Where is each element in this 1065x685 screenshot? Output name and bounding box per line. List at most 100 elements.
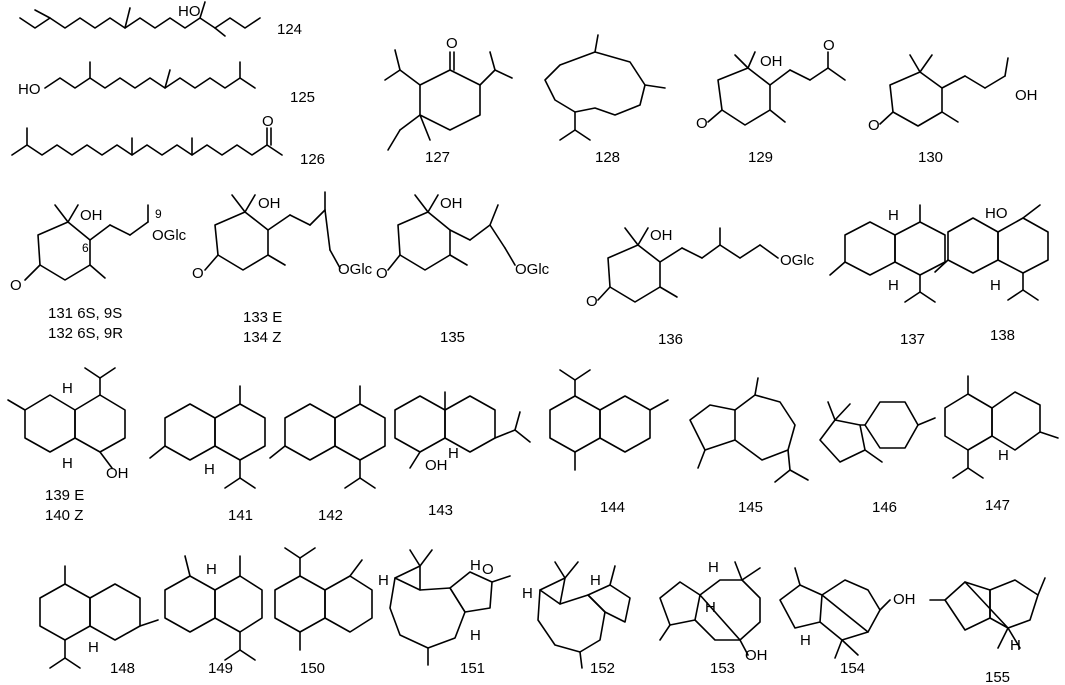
compound-label-145: 145 [738, 499, 763, 516]
compound-label-154: 154 [840, 660, 865, 677]
structure-129: OH O O [696, 37, 846, 132]
atom-label: OGlc [780, 252, 815, 269]
atom-label: O [823, 37, 835, 54]
locant-label: 9 [155, 207, 162, 221]
structure-144 [549, 369, 669, 471]
atom-label: H [62, 380, 73, 397]
atom-label: O [586, 293, 598, 310]
structure-154: OH H [779, 567, 916, 659]
atom-label: H [470, 557, 481, 574]
atom-label: HO [178, 3, 201, 20]
structure-137: H H [829, 204, 946, 303]
structure-125: HO [18, 61, 256, 98]
atom-label: H [708, 559, 719, 576]
locant-label: 6 [82, 241, 89, 255]
compound-label-136: 136 [658, 331, 683, 348]
compound-label-149: 149 [208, 660, 233, 677]
compound-label-131: 131 6S, 9S [48, 305, 122, 322]
compound-label-127: 127 [425, 149, 450, 166]
structure-151: H H O H [378, 549, 511, 666]
compound-label-133: 133 E [243, 309, 282, 326]
structure-149: H [164, 555, 263, 661]
compound-label-140: 140 Z [45, 507, 83, 524]
atom-label: HO [985, 205, 1008, 222]
structure-145 [689, 377, 809, 483]
atom-label: O [262, 113, 274, 130]
atom-label: OGlc [515, 261, 550, 278]
structure-150 [274, 547, 373, 651]
atom-label: H [1010, 637, 1021, 654]
atom-label: O [192, 265, 204, 282]
compound-label-125: 125 [290, 89, 315, 106]
atom-label: H [590, 572, 601, 589]
compound-label-134: 134 Z [243, 329, 281, 346]
compound-label-147: 147 [985, 497, 1010, 514]
atom-label: O [696, 115, 708, 132]
atom-label: H [378, 572, 389, 589]
structure-128 [544, 34, 666, 141]
compound-label-132: 132 6S, 9R [48, 325, 123, 342]
structure-127: O [384, 35, 513, 151]
compound-label-138: 138 [990, 327, 1015, 344]
compound-label-142: 142 [318, 507, 343, 524]
structure-126: O [11, 113, 283, 156]
structure-153: H H OH [659, 559, 768, 664]
compound-label-141: 141 [228, 507, 253, 524]
atom-label: OH [440, 195, 463, 212]
atom-label: H [448, 445, 459, 462]
compound-label-139: 139 E [45, 487, 84, 504]
atom-label: OH [760, 53, 783, 70]
atom-label: H [998, 447, 1009, 464]
atom-label: OH [893, 591, 916, 608]
compound-label-152: 152 [590, 660, 615, 677]
atom-label: H [470, 627, 481, 644]
atom-label: HO [18, 81, 41, 98]
atom-label: H [206, 561, 217, 578]
compound-label-150: 150 [300, 660, 325, 677]
atom-label: H [990, 277, 1001, 294]
atom-label: H [88, 639, 99, 656]
compound-label-124: 124 [277, 21, 302, 38]
structure-130: OH O [868, 54, 1038, 134]
structure-143: OH H [394, 391, 531, 474]
compound-label-143: 143 [428, 502, 453, 519]
compound-label-129: 129 [748, 149, 773, 166]
atom-label: O [868, 117, 880, 134]
compound-label-155: 155 [985, 669, 1010, 685]
compound-label-135: 135 [440, 329, 465, 346]
compound-label-148: 148 [110, 660, 135, 677]
structure-147: H [944, 375, 1059, 479]
structure-133-134: OH OGlc O [192, 191, 373, 282]
structure-148: H [39, 565, 159, 669]
structure-141: H [149, 385, 266, 489]
atom-label: OH [106, 465, 129, 482]
structure-155: H [929, 577, 1046, 654]
structure-138: HO H [934, 204, 1049, 301]
compound-label-146: 146 [872, 499, 897, 516]
atom-label: H [800, 632, 811, 649]
compound-label-126: 126 [300, 151, 325, 168]
compound-label-137: 137 [900, 331, 925, 348]
atom-label: H [204, 461, 215, 478]
atom-label: O [10, 277, 22, 294]
structure-146 [819, 401, 936, 463]
atom-label: OGlc [152, 227, 187, 244]
structure-142 [269, 385, 386, 489]
atom-label: OH [80, 207, 103, 224]
atom-label: OH [1015, 87, 1038, 104]
structure-152: H H [522, 561, 631, 669]
compound-label-151: 151 [460, 660, 485, 677]
atom-label: OH [745, 647, 768, 664]
compound-label-128: 128 [595, 149, 620, 166]
compound-label-130: 130 [918, 149, 943, 166]
structure-124: HO [19, 1, 261, 37]
structure-135: OH OGlc O [376, 194, 550, 282]
atom-label: O [376, 265, 388, 282]
structure-131-132: OH 6 9 OGlc O [10, 204, 187, 294]
atom-label: OH [258, 195, 281, 212]
atom-label: OH [425, 457, 448, 474]
structure-136: OH OGlc O [586, 227, 815, 310]
atom-label: H [888, 277, 899, 294]
atom-label: H [888, 207, 899, 224]
